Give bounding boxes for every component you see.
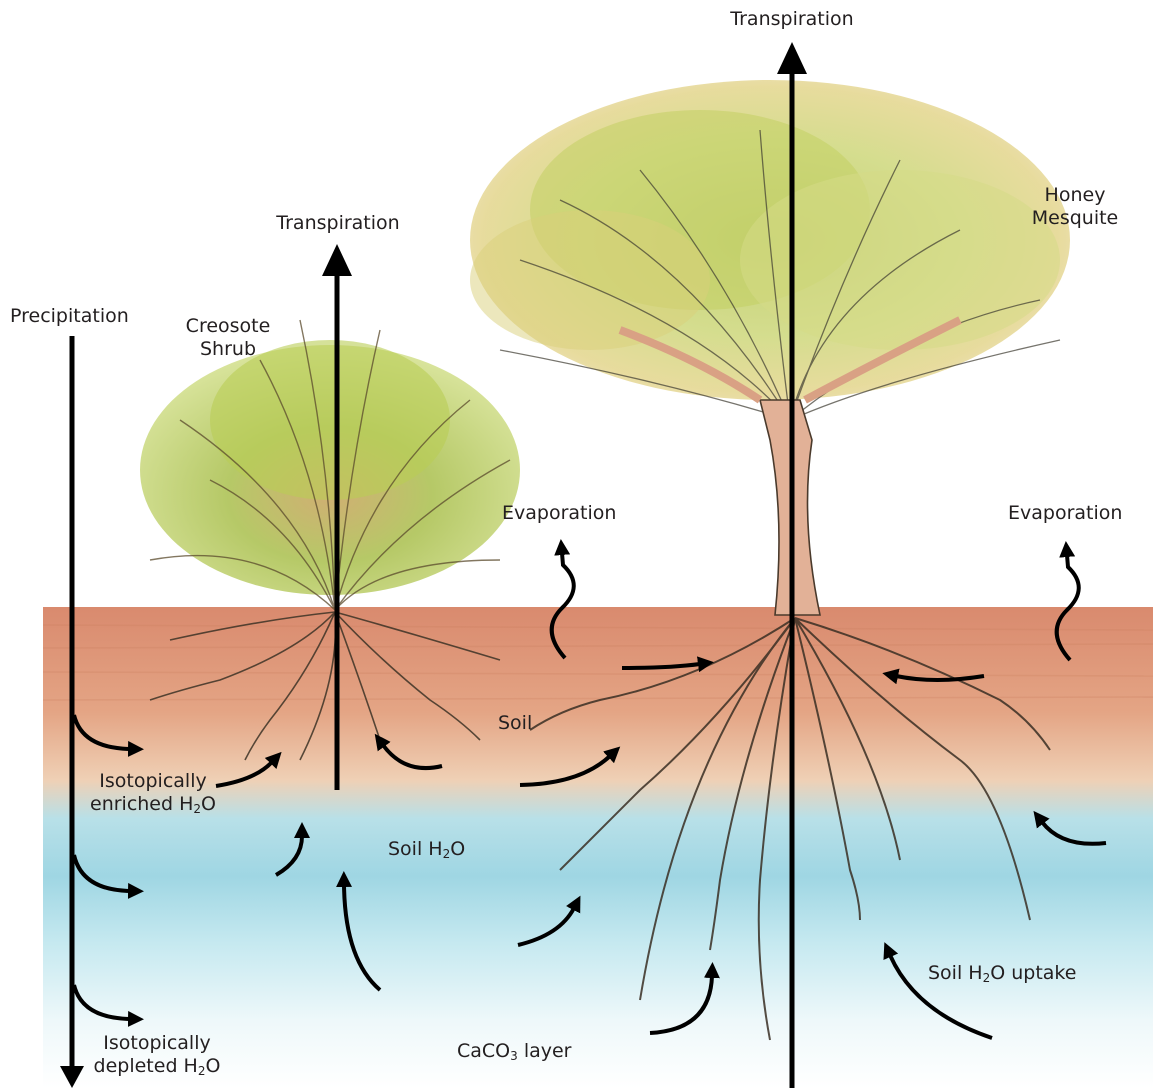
enriched-line1: Isotopically — [78, 770, 228, 793]
mesquite-line1: Honey — [1015, 184, 1135, 207]
honey-mesquite-label: Honey Mesquite — [1015, 184, 1135, 230]
depleted-line2: depleted H2O — [82, 1055, 232, 1078]
soil-water-text: Soil H — [388, 838, 443, 860]
depleted-text: depleted H — [94, 1055, 198, 1077]
caco3-layer-label: CaCO3 layer — [457, 1040, 572, 1063]
soil-water-uptake-label: Soil H2O uptake — [928, 962, 1076, 985]
tree-transpiration-arrowhead — [777, 42, 807, 74]
soil-water-label: Soil H2O — [388, 838, 465, 861]
depleted-line1: Isotopically — [82, 1032, 232, 1055]
enriched-line2: enriched H2O — [78, 793, 228, 816]
shrub-icon — [140, 320, 520, 610]
isotopically-enriched-label: Isotopically enriched H2O — [78, 770, 228, 816]
caco3-suffix: layer — [518, 1040, 572, 1062]
soil-water-o: O — [450, 838, 465, 860]
depleted-o: O — [205, 1055, 220, 1077]
caco3-text: CaCO — [457, 1040, 510, 1062]
enriched-text: enriched H — [90, 793, 193, 815]
creosote-line1: Creosote — [168, 315, 288, 338]
soil-profile — [43, 607, 1153, 1088]
creosote-line2: Shrub — [168, 338, 288, 361]
caco3-subscript: 3 — [510, 1049, 518, 1063]
soil-label: Soil — [498, 712, 532, 735]
tree-icon — [470, 80, 1070, 615]
tree-transpiration-label: Transpiration — [712, 8, 872, 31]
shrub-transpiration-arrowhead — [322, 244, 352, 276]
evaporation-label-right: Evaporation — [1008, 502, 1122, 525]
mesquite-line2: Mesquite — [1015, 207, 1135, 230]
isotopically-depleted-label: Isotopically depleted H2O — [82, 1032, 232, 1078]
uptake-text: Soil H — [928, 962, 983, 984]
creosote-shrub-label: Creosote Shrub — [168, 315, 288, 361]
enriched-o: O — [201, 793, 216, 815]
evaporation-label-left: Evaporation — [502, 502, 616, 525]
precipitation-label: Precipitation — [10, 305, 129, 328]
shrub-transpiration-label: Transpiration — [258, 212, 418, 235]
enriched-subscript: 2 — [193, 802, 201, 816]
uptake-o: O uptake — [990, 962, 1076, 984]
